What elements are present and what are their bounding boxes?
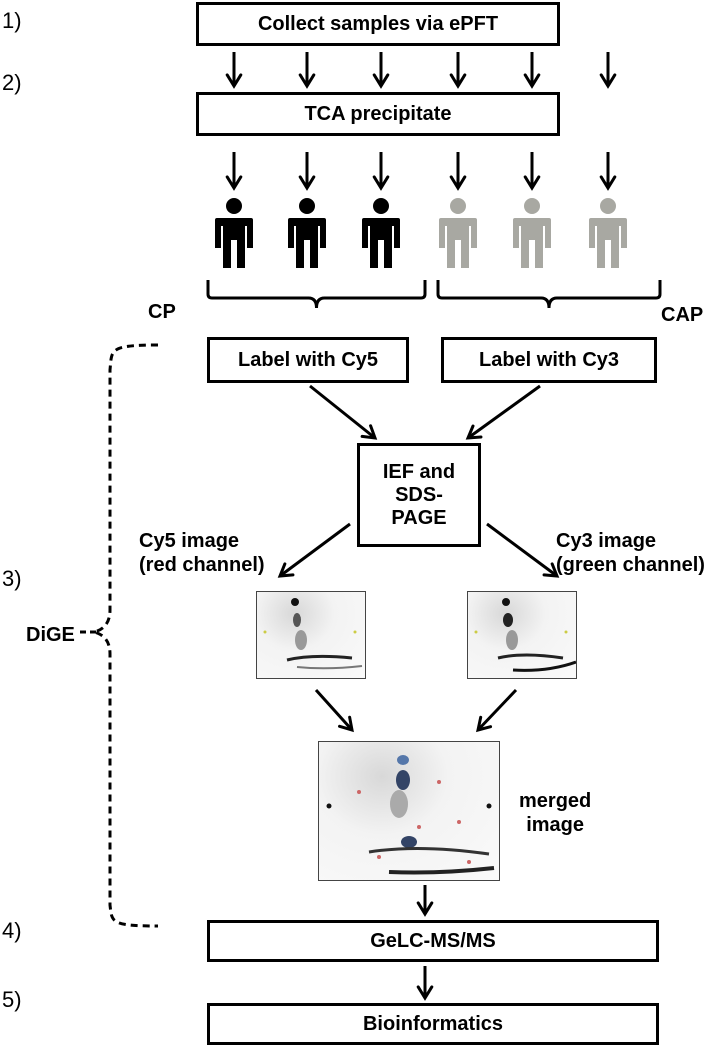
arrow-icon — [465, 384, 541, 440]
arrow-down-icon — [523, 52, 541, 89]
arrow-down-icon — [416, 966, 434, 1001]
cap-group-brace — [436, 280, 662, 309]
bioinformatics-text: Bioinformatics — [362, 1012, 504, 1035]
arrow-icon — [309, 384, 378, 440]
merged-image-line-1: merged — [519, 790, 592, 812]
bioinformatics-box: Bioinformatics — [207, 1003, 659, 1045]
arrow-down-icon — [449, 52, 467, 89]
arrow-down-icon — [599, 152, 617, 191]
collect-samples-box: Collect samples via ePFT — [196, 2, 560, 46]
ief-line-1: IEF and — [382, 460, 456, 483]
arrow-down-icon — [372, 52, 390, 89]
cp-label: CP — [148, 301, 176, 323]
arrow-down-icon — [372, 152, 390, 191]
cy3-image-label: Cy3 image (green channel) — [556, 529, 705, 577]
label-cy3-text: Label with Cy3 — [478, 348, 620, 371]
gelc-msms-box: GeLC-MS/MS — [207, 920, 659, 962]
collect-samples-text: Collect samples via ePFT — [257, 12, 499, 35]
cy3-image-line-1: Cy3 image — [556, 530, 657, 552]
arrow-down-icon — [416, 885, 434, 917]
dige-label: DiGE — [26, 624, 75, 646]
ief-sds-page-box: IEF and SDS- PAGE — [357, 443, 481, 547]
cy3-gel-image — [467, 591, 577, 679]
arrow-icon — [486, 522, 560, 578]
arrow-icon — [476, 688, 518, 733]
ief-line-3: PAGE — [391, 506, 447, 529]
person-icon — [589, 198, 627, 268]
label-cy5-box: Label with Cy5 — [207, 337, 409, 383]
person-icon — [439, 198, 477, 268]
arrow-icon — [314, 688, 354, 733]
step-3-label: 3) — [2, 566, 22, 591]
tca-precipitate-box: TCA precipitate — [196, 92, 560, 136]
person-icon — [513, 198, 551, 268]
cy5-image-line-1: Cy5 image — [139, 530, 240, 552]
label-cy5-text: Label with Cy5 — [237, 348, 379, 371]
merged-image-label: merged image — [519, 789, 591, 837]
cp-group-brace — [206, 280, 427, 309]
cy5-image-line-2: (red channel) — [139, 554, 265, 576]
tca-precipitate-text: TCA precipitate — [304, 102, 452, 125]
merged-gel-image — [318, 741, 500, 881]
label-cy3-box: Label with Cy3 — [441, 337, 657, 383]
arrow-icon — [277, 522, 351, 578]
cy3-image-line-2: (green channel) — [556, 554, 705, 576]
cy5-gel-image — [256, 591, 366, 679]
person-icon — [215, 198, 253, 268]
arrow-down-icon — [599, 52, 617, 89]
cap-label: CAP — [661, 304, 704, 326]
arrow-down-icon — [298, 52, 316, 89]
cy5-image-label: Cy5 image (red channel) — [139, 529, 265, 577]
person-icon — [288, 198, 326, 268]
arrow-down-icon — [298, 152, 316, 191]
arrow-down-icon — [225, 52, 243, 89]
person-icon — [362, 198, 400, 268]
arrow-down-icon — [449, 152, 467, 191]
gelc-msms-text: GeLC-MS/MS — [370, 929, 496, 952]
step-2-label: 2) — [2, 70, 22, 95]
step-1-label: 1) — [2, 8, 22, 33]
merged-image-line-2: image — [526, 814, 585, 836]
step-5-label: 5) — [2, 987, 22, 1012]
dige-dashed-brace — [93, 343, 159, 928]
arrow-down-icon — [225, 152, 243, 191]
ief-line-2: SDS- — [395, 483, 443, 506]
step-4-label: 4) — [2, 918, 22, 943]
arrow-down-icon — [523, 152, 541, 191]
